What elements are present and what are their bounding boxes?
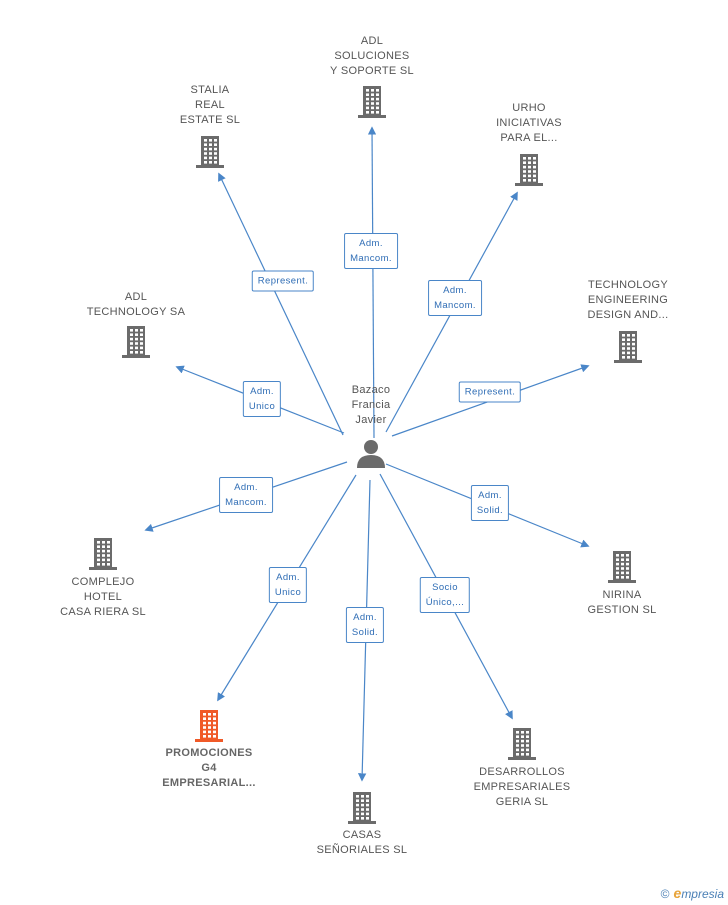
relation-label-line: Adm. — [276, 572, 300, 583]
company-name-line: NIRINA — [602, 589, 642, 601]
relation-label-line: Unico — [248, 401, 276, 412]
company-name-line: HOTEL — [83, 591, 123, 603]
company-label-complejo-hotel[interactable]: COMPLEJO HOTEL CASA RIERA SL — [28, 575, 178, 620]
relation-label-line: Socio — [432, 582, 458, 593]
brand-name: mpresia — [681, 887, 724, 901]
company-name-line: TECHNOLOGY SA — [86, 306, 186, 318]
person-name-line: Javier — [355, 414, 387, 426]
relation-label-line: Único,... — [425, 597, 465, 608]
building-icon[interactable] — [89, 538, 117, 570]
building-icon[interactable] — [196, 136, 224, 168]
company-name-line: STALIA — [190, 84, 230, 96]
company-label-desarrollos-empresariales[interactable]: DESARROLLOS EMPRESARIALES GERIA SL — [447, 765, 597, 810]
relation-label-complejo-hotel[interactable]: Adm. Mancom. — [219, 477, 273, 513]
company-name-line: CASA RIERA SL — [60, 606, 146, 618]
edge-adl-soluciones — [367, 126, 377, 439]
company-label-stalia-real-estate[interactable]: STALIA REAL ESTATE SL — [135, 83, 285, 128]
relation-label-line: Mancom. — [350, 253, 392, 264]
relation-label-line: Adm. — [250, 386, 274, 397]
brand-initial: e — [673, 885, 682, 901]
company-name-line: G4 — [201, 762, 217, 774]
building-icon[interactable] — [608, 551, 636, 583]
company-name-line: CASAS — [342, 829, 382, 841]
relation-label-technology-engineering[interactable]: Represent. — [458, 381, 522, 403]
building-icon[interactable] — [358, 86, 386, 118]
company-name-line: ADL — [124, 291, 148, 303]
company-name-line: Y SOPORTE SL — [330, 65, 414, 77]
company-name-line: SOLUCIONES — [334, 50, 410, 62]
relation-label-promociones-g4[interactable]: Adm. Unico — [268, 567, 308, 603]
relation-label-line: Adm. — [478, 490, 502, 501]
relation-label-line: Unico — [274, 587, 302, 598]
relation-label-line: Represent. — [464, 386, 516, 398]
company-name-line: ENGINEERING — [587, 294, 669, 306]
relation-label-line: Solid. — [476, 505, 504, 516]
company-label-adl-soluciones[interactable]: ADL SOLUCIONES Y SOPORTE SL — [297, 34, 447, 79]
person-name-line: Bazaco — [351, 384, 391, 396]
company-name-line: URHO — [512, 102, 546, 114]
company-name-line: INICIATIVAS — [496, 117, 562, 129]
watermark: ©empresia — [661, 885, 724, 901]
company-name-line: EMPRESARIALES — [473, 781, 571, 793]
building-icon[interactable] — [508, 728, 536, 760]
company-name-line: ADL — [360, 35, 384, 47]
company-name-line: DESARROLLOS — [479, 766, 565, 778]
relation-label-line: Mancom. — [225, 497, 267, 508]
company-name-line: GERIA SL — [495, 796, 549, 808]
edge-stalia-real-estate — [218, 172, 344, 436]
relation-label-line: Mancom. — [434, 300, 476, 311]
copyright-symbol: © — [660, 887, 670, 901]
relation-label-stalia-real-estate[interactable]: Represent. — [251, 270, 315, 292]
company-name-line: DESIGN AND... — [587, 309, 669, 321]
relation-label-adl-soluciones[interactable]: Adm. Mancom. — [344, 233, 398, 269]
building-icon[interactable] — [614, 331, 642, 363]
company-name-line: TECHNOLOGY — [587, 279, 668, 291]
person-icon[interactable] — [357, 440, 385, 468]
building-icon[interactable] — [348, 792, 376, 824]
company-name-line: COMPLEJO — [71, 576, 135, 588]
relation-label-line: Adm. — [353, 612, 377, 623]
company-label-nirina-gestion[interactable]: NIRINA GESTION SL — [547, 588, 697, 618]
relation-label-line: Represent. — [257, 275, 309, 287]
building-icon[interactable] — [195, 710, 223, 742]
relation-label-urho-iniciativas[interactable]: Adm. Mancom. — [428, 280, 482, 316]
company-name-line: GESTION SL — [587, 604, 657, 616]
company-label-urho-iniciativas[interactable]: URHO INICIATIVAS PARA EL... — [454, 101, 604, 146]
building-icon[interactable] — [122, 326, 150, 358]
company-name-line: REAL — [195, 99, 225, 111]
relation-label-adl-technology[interactable]: Adm. Unico — [242, 381, 282, 417]
person-name-line: Francia — [351, 399, 391, 411]
relation-label-line: Adm. — [234, 482, 258, 493]
company-name-line: SEÑORIALES SL — [316, 844, 408, 856]
relation-label-line: Adm. — [443, 285, 467, 296]
company-label-adl-technology[interactable]: ADL TECHNOLOGY SA — [61, 290, 211, 320]
relation-label-casas-senoriales[interactable]: Adm. Solid. — [345, 607, 385, 643]
company-label-technology-engineering[interactable]: TECHNOLOGY ENGINEERING DESIGN AND... — [553, 278, 703, 323]
company-name-line: ESTATE SL — [179, 114, 241, 126]
company-name-line: PARA EL... — [500, 132, 558, 144]
company-name-line: PROMOCIONES — [165, 747, 253, 759]
company-label-casas-senoriales[interactable]: CASAS SEÑORIALES SL — [287, 828, 437, 858]
relation-label-nirina-gestion[interactable]: Adm. Solid. — [470, 485, 510, 521]
company-name-line: EMPRESARIAL... — [162, 777, 256, 789]
relation-label-line: Adm. — [359, 238, 383, 249]
relation-label-line: Solid. — [351, 627, 379, 638]
building-icon[interactable] — [515, 154, 543, 186]
